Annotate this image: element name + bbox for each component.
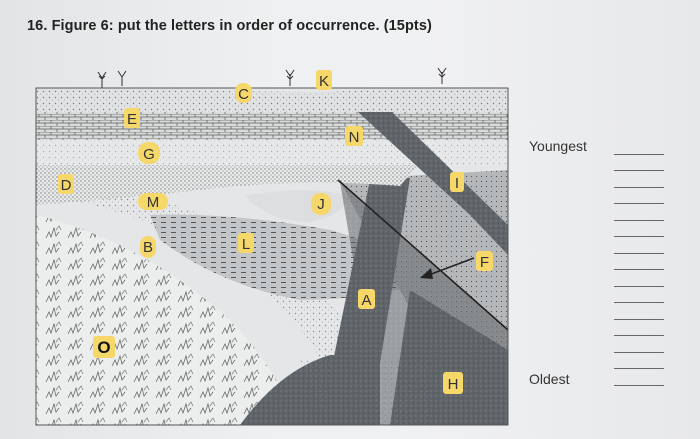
label-B-text: B — [143, 239, 153, 256]
label-C: C — [235, 83, 252, 103]
label-D-text: D — [61, 177, 72, 194]
label-H: H — [443, 372, 463, 394]
answer-blank[interactable] — [614, 302, 664, 303]
label-N-text: N — [349, 129, 360, 146]
label-E-text: E — [127, 111, 137, 128]
label-C-text: C — [238, 86, 249, 103]
surface-plants — [97, 67, 447, 88]
youngest-label: Youngest — [529, 138, 587, 154]
answer-blank[interactable] — [614, 385, 664, 386]
label-F-text: F — [480, 254, 489, 271]
label-L-text: L — [242, 236, 250, 253]
label-O-text: O — [97, 338, 110, 357]
answer-blank[interactable] — [614, 236, 664, 237]
answer-blank[interactable] — [614, 352, 664, 353]
label-J-text: J — [317, 196, 325, 213]
label-A: A — [358, 289, 375, 309]
label-F: F — [476, 251, 493, 271]
label-B: B — [140, 236, 156, 258]
oldest-label: Oldest — [529, 371, 570, 387]
label-D: D — [58, 174, 74, 194]
fault-arrow — [420, 257, 475, 279]
label-G-text: G — [143, 146, 155, 163]
answer-blank[interactable] — [614, 203, 664, 204]
answer-blank[interactable] — [614, 269, 664, 270]
label-A-text: A — [361, 292, 371, 309]
answer-blank[interactable] — [614, 154, 664, 155]
label-K-text: K — [319, 73, 329, 90]
answer-blank[interactable] — [614, 253, 664, 254]
question-title: 16. Figure 6: put the letters in order o… — [27, 18, 432, 34]
label-M-text: M — [147, 194, 160, 211]
answer-blank[interactable] — [614, 187, 664, 188]
answer-blank[interactable] — [614, 319, 664, 320]
answer-blank[interactable] — [614, 368, 664, 369]
label-I-text: I — [455, 175, 459, 192]
label-K: K — [316, 70, 332, 90]
answer-blank[interactable] — [614, 286, 664, 287]
answer-blank[interactable] — [614, 220, 664, 221]
label-O: O — [93, 336, 115, 358]
label-M: M — [138, 193, 168, 211]
label-H-text: H — [448, 376, 459, 393]
label-N: N — [345, 126, 363, 146]
label-I: I — [450, 172, 464, 192]
answer-blank[interactable] — [614, 170, 664, 171]
label-L: L — [238, 233, 254, 253]
label-E: E — [124, 108, 140, 128]
rock-layers — [36, 88, 508, 425]
answer-blank[interactable] — [614, 335, 664, 336]
label-J: J — [311, 193, 331, 215]
label-G: G — [138, 142, 160, 164]
